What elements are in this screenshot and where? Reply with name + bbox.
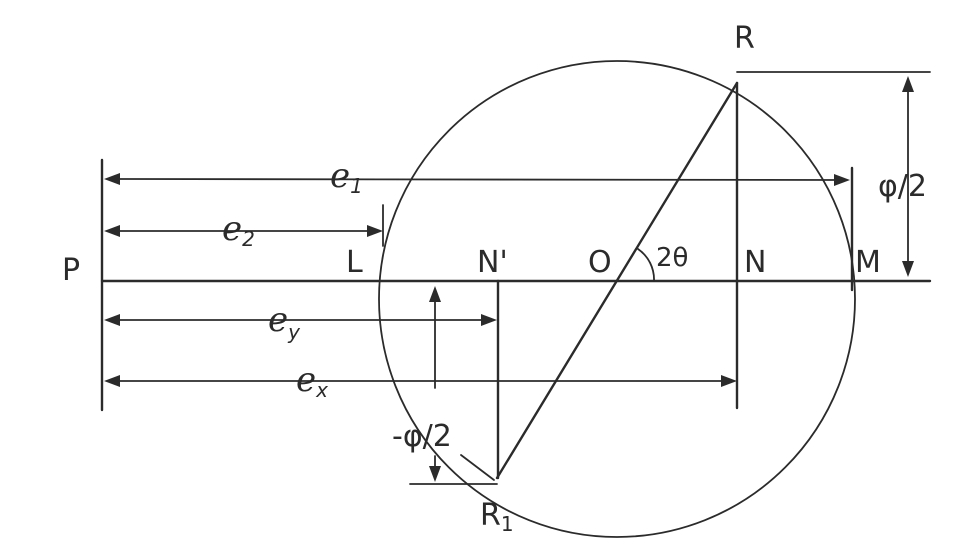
- label-point-r: R: [734, 21, 755, 56]
- label-point-m: M: [855, 245, 881, 280]
- label-e2-main: e: [222, 209, 242, 249]
- label-ey-sub: y: [287, 320, 301, 344]
- label-point-o: O: [588, 245, 612, 280]
- label-point-r1-sub: 1: [501, 512, 514, 536]
- diameter-line-r-r1: [495, 81, 739, 480]
- label-ex: ex: [296, 360, 328, 402]
- label-ey: ey: [268, 300, 301, 344]
- arrow-e2-left: [104, 225, 120, 237]
- label-phi-half: φ/2: [878, 169, 927, 204]
- arrow-ex-right: [721, 375, 737, 387]
- angle-arc-2theta: [637, 248, 655, 282]
- label-point-r1-main: R: [480, 498, 501, 533]
- label-e2-sub: 2: [242, 227, 255, 251]
- arrow-phi-half-bottom: [902, 261, 914, 277]
- arrow-phi-half-top: [902, 76, 914, 92]
- dimension-line-e1: [111, 178, 843, 181]
- label-ex-main: e: [296, 360, 316, 400]
- arrow-e1-left: [104, 173, 120, 185]
- label-point-n: N: [744, 245, 766, 280]
- arrow-neg-phi-half-top: [429, 286, 441, 302]
- label-point-r1: R1: [480, 498, 514, 536]
- mohr-circle: [378, 60, 856, 538]
- label-point-p: P: [62, 253, 80, 288]
- arrow-ey-right: [481, 314, 497, 326]
- label-point-nprime: N': [477, 245, 508, 280]
- label-ey-main: e: [268, 300, 288, 340]
- arrow-neg-phi-half-bottom: [429, 466, 441, 482]
- label-e1-sub: 1: [350, 174, 363, 198]
- arrow-e2-right: [367, 225, 383, 237]
- arrow-ex-left: [104, 375, 120, 387]
- label-ex-sub: x: [315, 378, 328, 402]
- label-e1: e1: [330, 156, 363, 198]
- label-angle-2theta: 2θ: [656, 243, 688, 273]
- leader-line-r1: [460, 454, 495, 481]
- label-neg-phi-half: -φ/2: [392, 419, 452, 454]
- arrow-ey-left: [104, 314, 120, 326]
- arrow-e1-right: [834, 174, 850, 186]
- label-point-l: L: [346, 245, 363, 280]
- label-e1-main: e: [330, 156, 350, 196]
- label-e2: e2: [222, 209, 255, 251]
